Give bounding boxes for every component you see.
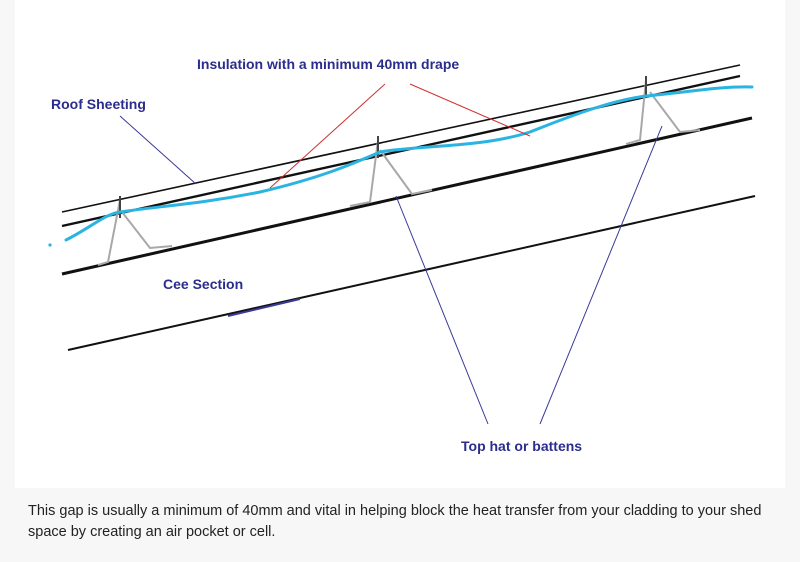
insulation-label: Insulation with a minimum 40mm drape xyxy=(197,56,460,72)
top-hat-line xyxy=(61,116,753,276)
roof-insulation-diagram: Insulation with a minimum 40mm drape Roo… xyxy=(15,0,785,488)
roof-sheeting-label: Roof Sheeting xyxy=(51,96,146,112)
insulation-drape xyxy=(64,85,754,242)
top-hat-leader-left xyxy=(395,195,489,425)
roof-sheeting-line-lower xyxy=(61,74,741,228)
bracket-left xyxy=(97,199,173,266)
roof-sheeting-line-upper xyxy=(61,64,741,213)
cee-section-label: Cee Section xyxy=(163,276,244,292)
top-hat-label: Top hat or battens xyxy=(461,438,583,454)
diagram-drawing xyxy=(48,64,756,425)
caption-text: This gap is usually a minimum of 40mm an… xyxy=(28,503,762,540)
roof-sheeting-leader xyxy=(119,115,197,185)
insulation-dot xyxy=(48,243,52,247)
cee-section-line xyxy=(67,195,756,351)
cee-section-highlight xyxy=(227,298,301,317)
insulation-leader-right xyxy=(409,83,531,137)
bracket-middle xyxy=(349,139,433,207)
insulation-leader-left xyxy=(269,83,386,189)
bracket-right xyxy=(625,79,701,145)
top-hat-leader-right xyxy=(539,125,663,425)
